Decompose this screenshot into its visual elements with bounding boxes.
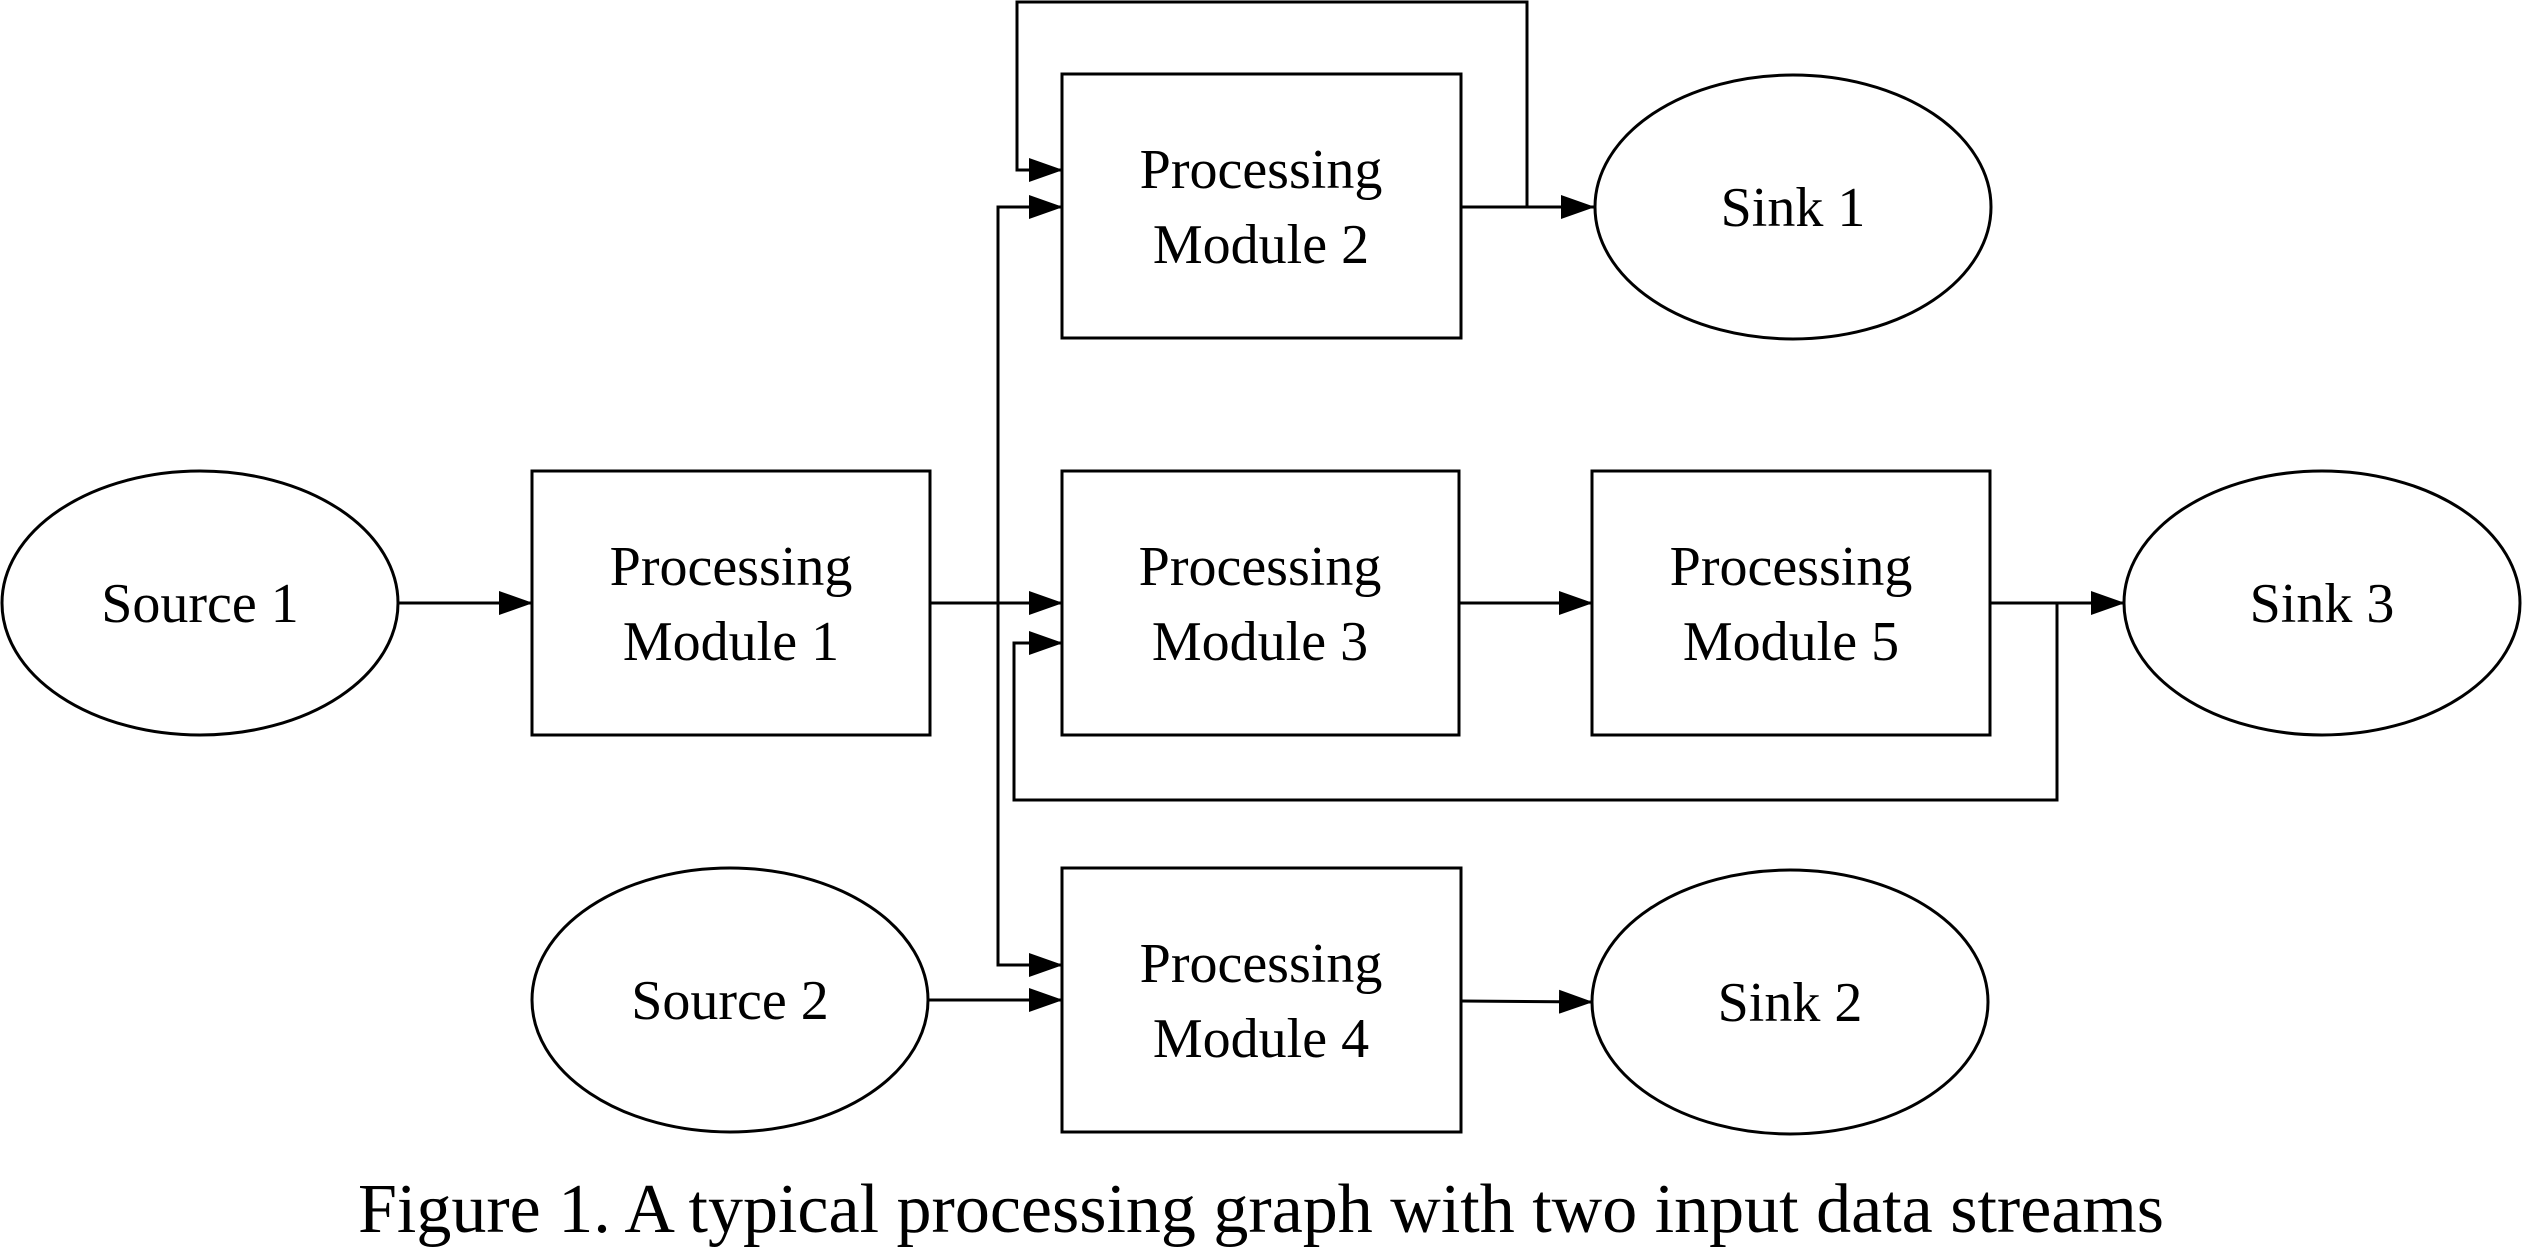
edge-pm5-to-pm3-feedback [1012,603,2059,802]
processing-module-3-label-line2: Module 3 [1152,611,1368,673]
source-2-node: Source 2 [530,866,930,1134]
processing-module-4-label-line2: Module 4 [1153,1008,1369,1070]
processing-module-1-label-line2: Module 1 [623,611,839,673]
sink-3-node: Sink 3 [2122,469,2522,737]
nodes: Source 1 Processing Module 1 Processing … [0,72,2522,1136]
sink-1-node: Sink 1 [1593,73,1993,341]
sink-2-label: Sink 2 [1718,972,1863,1034]
processing-module-5-node: Processing Module 5 [1590,469,1992,737]
processing-module-5-label-line1: Processing [1670,536,1913,598]
source-1-label: Source 1 [101,573,299,635]
processing-module-2-label-line2: Module 2 [1153,214,1369,276]
processing-module-5-label-line2: Module 5 [1683,611,1899,673]
figure-caption: Figure 1. A typical processing graph wit… [358,1171,2164,1248]
processing-module-2-node: Processing Module 2 [1060,72,1463,340]
edges [398,0,2125,1014]
processing-module-3-node: Processing Module 3 [1060,469,1461,737]
edge-pm2-self-loop [1015,0,1529,207]
source-1-node: Source 1 [0,469,400,737]
sink-2-node: Sink 2 [1590,868,1990,1136]
edge-pm1-to-pm2 [996,195,1063,603]
processing-module-1-node: Processing Module 1 [530,469,932,737]
processing-module-2-label-line1: Processing [1140,139,1383,201]
edge-pm1-to-pm4 [996,603,1063,977]
source-2-label: Source 2 [631,970,829,1032]
sink-3-label: Sink 3 [2250,573,2395,635]
processing-module-1-label-line1: Processing [610,536,853,598]
processing-module-4-node: Processing Module 4 [1060,866,1463,1134]
processing-module-3-label-line1: Processing [1139,536,1382,598]
edge-pm4-to-sink2 [1460,989,1593,1014]
processing-module-4-label-line1: Processing [1140,933,1383,995]
sink-1-label: Sink 1 [1721,177,1866,239]
